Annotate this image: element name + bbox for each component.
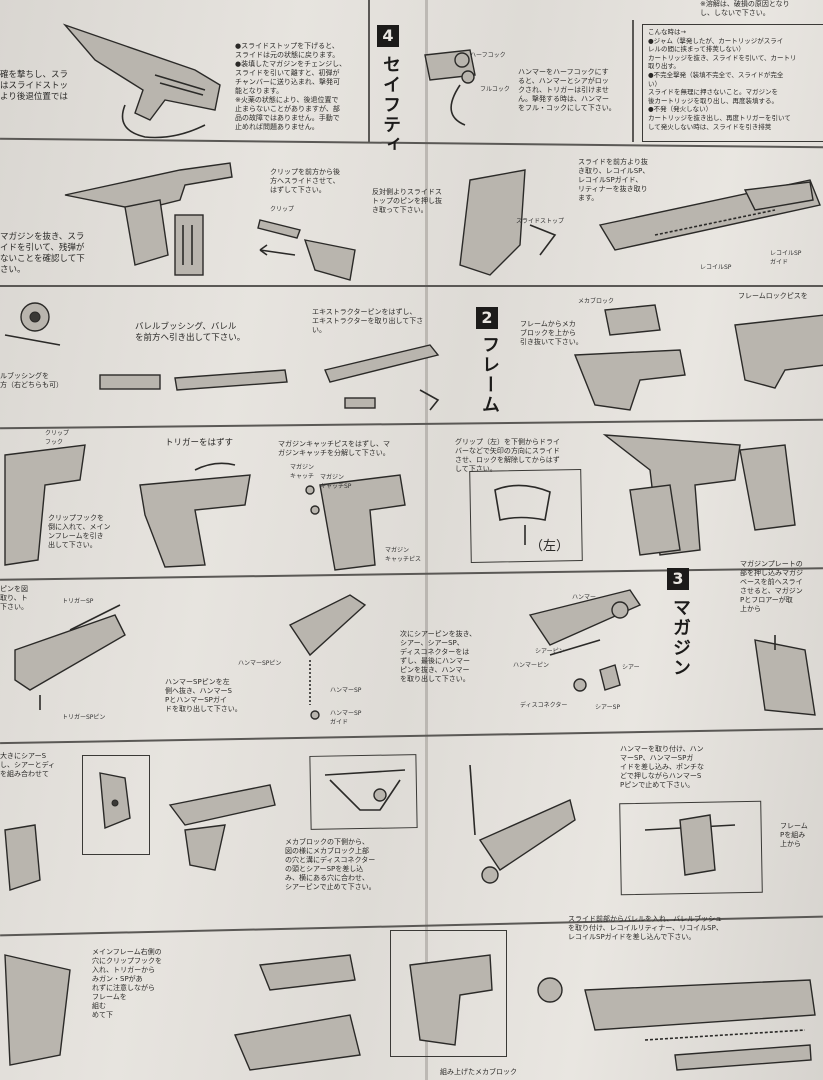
text-mecha-fit: メカブロックの下側から、 図の様にメカブロック上部 の穴と溝にディスコネクター … [285, 838, 376, 891]
extractor-illustration [324, 344, 440, 411]
text-pin-left: ピンを図 取り、ト 下さい。 [0, 585, 28, 611]
label-recoil-sp: レコイルSP [700, 264, 732, 271]
section-number-magazine: 3 [667, 568, 689, 590]
grip-left-illustration [494, 484, 551, 545]
label-fullcock: フルコック [480, 86, 510, 93]
sear-fit-illustration [4, 824, 41, 891]
frame-mecha-illustration [573, 304, 686, 411]
text-grip-hook: クリップフックを 倒に入れて、メイン ンフレームを引き 出して下さい。 [48, 514, 111, 549]
section-title-frame: フレーム [479, 335, 500, 415]
text-sear-fit: 大きにシアーS し、シアーとディ を組み合わせて [0, 752, 56, 778]
label-hammer-pin: ハンマーピン [513, 662, 550, 669]
frame-grip-illustration [602, 434, 796, 556]
mag-catch-illustration [305, 474, 406, 571]
label-mecha: メカブロック [578, 298, 615, 305]
label-sear: シアー [622, 664, 640, 671]
text-left-label: （左） [530, 539, 570, 554]
text-slide-front: スライド前部からバレルを入れ、バレルブッシュ を取り付け、レコイルリティナー、リ… [568, 915, 723, 941]
barrel-bushing-illustration [4, 302, 61, 346]
hammer-cock-illustration [424, 49, 476, 126]
mecha-assembly-illustration [469, 764, 576, 884]
label-halfcock: ハーフコック [470, 52, 506, 59]
label-mag-catch-sp: マガジン キャッチSP [320, 474, 352, 490]
trigger-illustration [139, 462, 251, 568]
slide-recoil-illustration [598, 179, 821, 251]
label-mag-catch-pin: マガジン キャッチピス [385, 547, 422, 563]
section-title-safety: セイフティ [380, 55, 401, 155]
text-bushing-left: ルブッシングを 方（右どちらも可） [0, 372, 63, 389]
text-pin-push: 反対側よりスライドス トップのピンを押し抜 き取って下さい。 [372, 188, 442, 214]
mecha-fit-illustration [168, 784, 276, 871]
slide-stop-pin-illustration [459, 169, 557, 276]
slide-front-illustration [537, 977, 816, 1071]
mainframe-assembly-illustration [234, 954, 361, 1071]
magazine-illustration [754, 635, 816, 716]
hammer-attach-illustration [644, 814, 736, 876]
section-number-frame: 2 [476, 307, 498, 329]
paper-fold [425, 0, 428, 1080]
label-disconnector: ディスコネクター [520, 702, 568, 709]
sear-parts-illustration [528, 589, 642, 692]
label-slide-stop: スライドストップ [516, 218, 565, 225]
mecha-detail-illustration [324, 769, 406, 811]
label-recoil-guide: レコイルSP ガイド [770, 250, 802, 266]
text-mag-plate: マガジンプレートの 部を押し込みマガジ ベースを前へスライ させると、マガジン … [740, 560, 803, 613]
label-hammer-guide: ハンマーSP ガイド [330, 710, 362, 726]
text-grip-remove: クリップを前方から後 方へスライドさせて、 はずして下さい。 [270, 168, 340, 194]
label-trigger-sp: トリガーSP [62, 598, 94, 605]
text-frame-p: フレーム Pを組み 上から [780, 822, 808, 848]
hammer-sp-illustration [288, 594, 367, 720]
text-troubleshoot: こんな時は→ ●ジャム（撃発したが、カートリッジがスライ レルの間に挟まって排莢… [648, 28, 797, 131]
section-title-magazine: マガジン [670, 598, 691, 678]
label-trigger-pin: トリガーSPピン [62, 714, 106, 721]
mecha-complete-box [390, 930, 507, 1057]
divider-row-2 [0, 285, 823, 287]
text-hammer-attach: ハンマーを取り付け、ハン マーSP、ハンマーSPガ イドを差し込み、ポンチな ど… [620, 745, 704, 789]
text-barrel: バレルブッシング、バレル を前方へ引き出して下さい。 [135, 322, 246, 343]
text-slide-stop: ●スライドストップを下げると、 スライドは元の状態に戻ります。 ●装填したマガジ… [235, 42, 347, 131]
text-frame-lock: フレームロックピスを [738, 292, 808, 300]
troubleshoot-box [642, 24, 823, 142]
note-top-right: ※溶解は、破損の原因となり し、しないで下さい。 [700, 0, 790, 17]
text-mecha-block: フレームからメカ ブロックを上から 引き抜いて下さい。 [520, 320, 583, 346]
text-bottom-mecha: 組み上げたメカブロック [440, 1068, 517, 1076]
note-top-left: 確を撃ちし、スラ はスライドストッ より後退位置では [0, 70, 69, 102]
grip-hook-illustration [4, 444, 86, 566]
text-grip-left: グリップ（左）を下側からドライ バーなどで矢印の方向にスライド させ、ロックを解… [455, 438, 560, 473]
text-extractor: エキストラクターピンをはずし、 エキストラクターを取り出して下さ い。 [312, 308, 424, 334]
pistol-magazine-check-illustration [64, 162, 233, 276]
label-mag-catch: マガジン キャッチ [290, 464, 315, 480]
section-number-safety: 4 [377, 25, 399, 47]
trigger-sp-illustration [14, 604, 126, 710]
text-trigger: トリガーをはずす [165, 438, 234, 448]
label-hammer: ハンマー [572, 594, 597, 601]
pistol-slide-stop-illustration [62, 23, 221, 139]
label-hammer-sp-pin: ハンマーSPピン [238, 660, 282, 667]
divider-column [368, 0, 370, 142]
mainframe-illustration [4, 954, 71, 1066]
label-sear-sp: シアーSP [595, 704, 621, 711]
text-hammer-halfcock: ハンマーをハーフコックにす ると、ハンマーとシアがロッ クされ、トリガーは引けま… [518, 68, 616, 112]
text-magazine-remove: マガジンを抜き、スラ イドを引いて、残弾が ないことを確認して下 さい。 [0, 232, 85, 275]
grip-slide-illustration [257, 219, 356, 281]
label-grip: クリップ [270, 206, 295, 213]
text-hammer-sp: ハンマーSPピンを左 側へ抜き、ハンマーS PとハンマーSPガイ ドを取り出して… [165, 678, 242, 713]
text-mag-catch: マガジンキャッチピスをはずし、マ ガジンキャッチを分解して下さい。 [278, 440, 390, 457]
divider-column-2 [632, 20, 634, 142]
barrel-illustration [99, 369, 288, 391]
frame-lock-illustration [734, 314, 823, 389]
label-sear-pin: シアーピン [535, 648, 565, 655]
sear-detail-illustration [99, 772, 131, 829]
label-hammer-sp: ハンマーSP [330, 687, 362, 694]
divider-row-5 [0, 727, 823, 745]
text-slide-forward: スライドを前方より抜 き取り、レコイルSP、 レコイルSPガイド、 リティナーを… [578, 158, 650, 202]
divider-row-3 [0, 418, 823, 430]
text-sear-pin: 次にシアーピンを抜き、 シアー、シアーSP、 ディスコネクターをは ずし、最後に… [400, 630, 477, 683]
label-grip-hook: クリップ フック [45, 430, 70, 446]
text-mainframe: メインフレーム右側の 穴にクリップフックを 入れ、トリガーから みガン・SPがあ… [92, 948, 162, 1019]
sear-fit-box [82, 755, 150, 855]
mecha-complete-illustration [409, 954, 493, 1046]
